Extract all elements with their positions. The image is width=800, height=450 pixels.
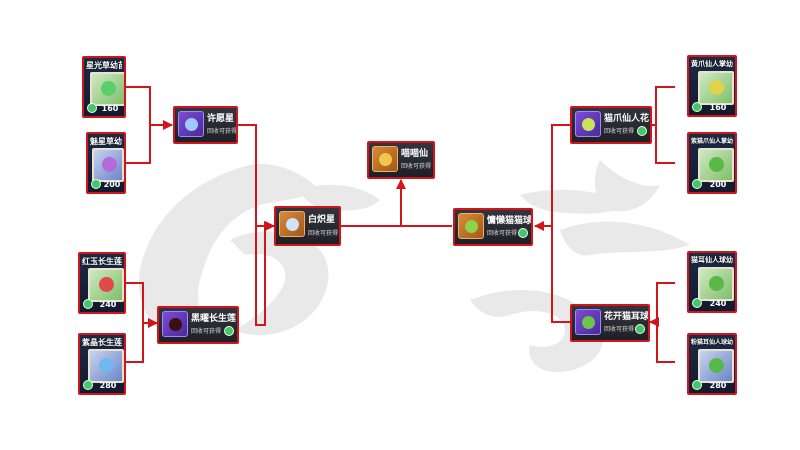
product-card-wish-star[interactable]: 许愿星 回收可获得: [173, 106, 238, 144]
seed-title: 猫耳仙人球幼苗: [691, 256, 733, 264]
seed-title: 魅星草幼苗: [90, 137, 122, 146]
flower-icon: [279, 211, 305, 237]
seed-title: 紫猫爪仙人掌幼苗: [691, 138, 733, 145]
product-card-white-star[interactable]: 白炽星 回收可获得: [274, 206, 341, 246]
seed-packet-icon: [698, 148, 734, 182]
seed-packet-icon: [90, 72, 124, 106]
product-card-cat-ear-ball[interactable]: 花开猫耳球 回收可获得: [570, 304, 650, 342]
product-sub: 回收可获得: [487, 230, 518, 237]
seed-title: 粉猫耳仙人球幼苗: [691, 339, 733, 346]
seed-title: 紫晶长生莲幼苗: [82, 338, 122, 347]
seed-card-yellow-claw[interactable]: 黄爪仙人掌幼苗 160: [687, 55, 737, 117]
product-name: 猫爪仙人花: [604, 114, 650, 124]
leaf-icon: [91, 179, 101, 189]
leaf-icon: [87, 103, 97, 113]
seed-card-purple-crystal[interactable]: 紫晶长生莲幼苗 280: [78, 333, 126, 395]
seed-count: 160: [101, 104, 119, 113]
seed-packet-icon: [698, 267, 734, 301]
seed-title: 红玉长生莲幼苗: [82, 257, 122, 266]
product-sub: 回收可获得: [207, 128, 238, 135]
leaf-icon: [83, 380, 93, 390]
product-sub: 回收可获得: [191, 328, 222, 335]
seed-card-charm[interactable]: 魅星草幼苗 200: [86, 132, 126, 194]
product-sub: 回收可获得: [604, 326, 635, 333]
leaf-icon: [518, 228, 528, 238]
product-card-lazy-cat-ball[interactable]: 慵懒猫猫球 回收可获得: [453, 208, 533, 246]
product-card-black-lotus[interactable]: 黑曜长生莲 回收可获得: [157, 306, 239, 344]
product-name: 许愿星: [207, 114, 235, 124]
seed-count: 200: [103, 180, 121, 189]
flower-icon: [458, 213, 484, 239]
seed-packet-icon: [88, 268, 124, 302]
flower-icon: [162, 311, 188, 337]
seed-count: 280: [99, 381, 117, 390]
product-sub: 回收可获得: [604, 128, 635, 135]
seed-card-red-jade[interactable]: 红玉长生莲幼苗 240: [78, 252, 126, 314]
product-name: 慵懒猫猫球: [487, 216, 533, 226]
product-name: 花开猫耳球: [604, 312, 650, 322]
seed-packet-icon: [698, 349, 734, 383]
seed-count: 200: [709, 180, 727, 189]
seed-count: 240: [709, 299, 727, 308]
flower-icon: [372, 146, 398, 172]
product-sub: 回收可获得: [401, 163, 432, 170]
leaf-icon: [83, 299, 93, 309]
product-name: 白炽星: [308, 215, 336, 225]
leaf-icon: [635, 324, 645, 334]
seed-card-pink-ear[interactable]: 粉猫耳仙人球幼苗 280: [687, 333, 737, 395]
flower-icon: [575, 309, 601, 335]
leaf-icon: [692, 380, 702, 390]
seed-count: 240: [99, 300, 117, 309]
product-sub: 回收可获得: [308, 230, 339, 237]
seed-count: 280: [709, 381, 727, 390]
product-name: 黑曜长生莲: [191, 314, 237, 324]
leaf-icon: [692, 102, 702, 112]
flower-icon: [178, 111, 204, 137]
product-card-meow-fairy[interactable]: 喵喵仙 回收可获得: [367, 141, 435, 179]
seed-title: 星光草幼苗: [86, 61, 122, 70]
seed-title: 黄爪仙人掌幼苗: [691, 60, 733, 68]
leaf-icon: [637, 126, 647, 136]
seed-packet-icon: [92, 148, 124, 182]
seed-count: 160: [709, 103, 727, 112]
product-name: 喵喵仙: [401, 149, 429, 159]
seed-card-green-ear[interactable]: 猫耳仙人球幼苗 240: [687, 251, 737, 313]
leaf-icon: [224, 326, 234, 336]
flower-icon: [575, 111, 601, 137]
product-card-cat-claw-flower[interactable]: 猫爪仙人花 回收可获得: [570, 106, 652, 144]
leaf-icon: [692, 298, 702, 308]
seed-card-purple-claw[interactable]: 紫猫爪仙人掌幼苗 200: [687, 132, 737, 194]
seed-packet-icon: [698, 71, 734, 105]
leaf-icon: [692, 179, 702, 189]
seed-card-starlight[interactable]: 星光草幼苗 160: [82, 56, 126, 118]
seed-packet-icon: [88, 349, 124, 383]
